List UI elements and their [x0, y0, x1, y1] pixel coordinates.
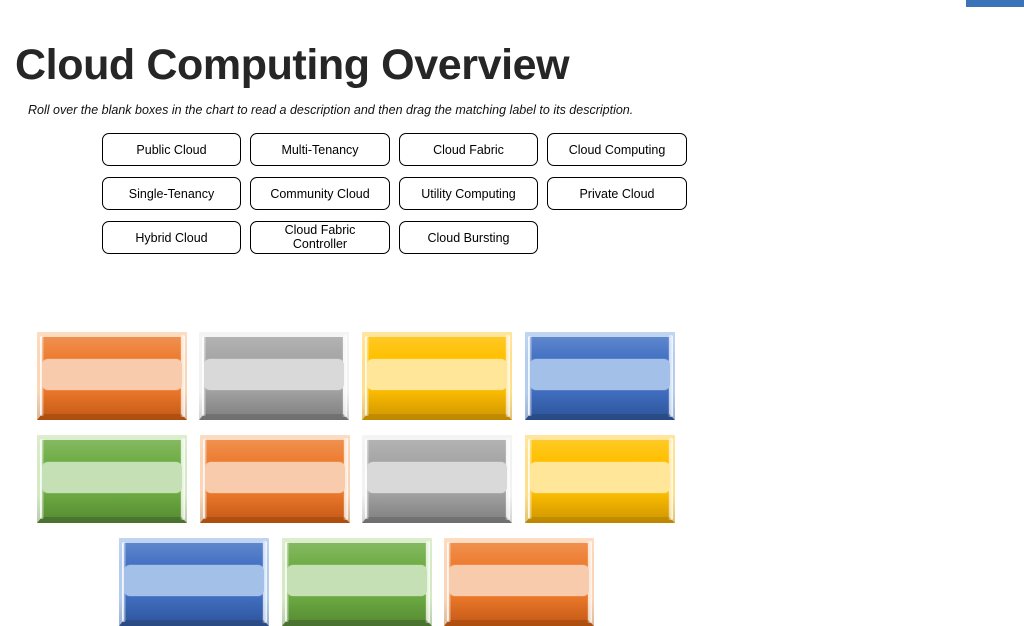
- chart-box-right-highlight: [180, 335, 185, 417]
- label-chip[interactable]: Utility Computing: [399, 177, 538, 210]
- chart-box-label-band: [204, 359, 344, 391]
- chart-box-bottom-shade: [525, 391, 675, 420]
- chart-box-top-shade: [525, 332, 675, 359]
- chart-box-right-highlight: [180, 438, 185, 520]
- chart-box-top-shade: [37, 332, 187, 359]
- chart-box-label-band: [530, 359, 670, 391]
- chart-box-top-shade: [525, 435, 675, 462]
- accent-bar: [966, 0, 1024, 7]
- chart-box-bottom-shade: [362, 494, 512, 523]
- chart-box-right-highlight: [505, 335, 510, 417]
- chart-box-orange[interactable]: [37, 332, 187, 420]
- label-chip[interactable]: Cloud Fabric: [399, 133, 538, 166]
- chart-box-top-shade: [199, 332, 349, 359]
- chart-box-right-highlight: [668, 438, 673, 520]
- chart-box-label-band: [530, 462, 670, 494]
- label-chip-text: Multi-Tenancy: [281, 142, 359, 157]
- label-chip[interactable]: Hybrid Cloud: [102, 221, 241, 254]
- chart-box-top-shade: [37, 435, 187, 462]
- label-chip-text: Community Cloud: [270, 186, 370, 201]
- label-chip[interactable]: Multi-Tenancy: [250, 133, 390, 166]
- chart-box-bottom-shade: [525, 494, 675, 523]
- label-chip-text: Private Cloud: [579, 186, 655, 201]
- chart-box-bottom-shade: [37, 494, 187, 523]
- chart-box-label-band: [42, 359, 182, 391]
- label-chip[interactable]: Private Cloud: [547, 177, 687, 210]
- chart-box-label-band: [367, 359, 507, 391]
- chart-box-yellow[interactable]: [525, 435, 675, 523]
- label-chip-text: Single-Tenancy: [128, 186, 215, 201]
- instructions-text: Roll over the blank boxes in the chart t…: [28, 102, 634, 117]
- label-chip-text: Hybrid Cloud: [135, 230, 208, 245]
- chart-box-right-highlight: [343, 438, 348, 520]
- chart-box-label-band: [42, 462, 182, 494]
- chart-box-green[interactable]: [282, 538, 432, 626]
- chart-box-right-highlight: [587, 541, 592, 623]
- label-chip[interactable]: Cloud Computing: [547, 133, 687, 166]
- chart-box-green[interactable]: [37, 435, 187, 523]
- chart-box-bottom-shade: [200, 494, 350, 523]
- chart-box-top-shade: [282, 538, 432, 565]
- chart-box-top-shade: [200, 435, 350, 462]
- chart-box-orange[interactable]: [444, 538, 594, 626]
- chart-box-top-shade: [362, 435, 512, 462]
- chart-box-bottom-shade: [362, 391, 512, 420]
- label-chip-text: Cloud Fabric: [433, 142, 504, 157]
- label-chip[interactable]: Public Cloud: [102, 133, 241, 166]
- chart-box-yellow[interactable]: [362, 332, 512, 420]
- chart-box-right-highlight: [668, 335, 673, 417]
- chart-box-right-highlight: [425, 541, 430, 623]
- chart-box-top-shade: [362, 332, 512, 359]
- chart-box-bottom-shade: [37, 391, 187, 420]
- chart-box-top-shade: [444, 538, 594, 565]
- label-chip-text: Cloud Bursting: [427, 230, 510, 245]
- page-title: Cloud Computing Overview: [15, 40, 570, 89]
- chart-box-label-band: [449, 565, 589, 597]
- chart-box-label-band: [205, 462, 345, 494]
- chart-box-gray[interactable]: [362, 435, 512, 523]
- label-chip[interactable]: Cloud Bursting: [399, 221, 538, 254]
- chart-box-label-band: [367, 462, 507, 494]
- chart-box-right-highlight: [262, 541, 267, 623]
- label-chip[interactable]: Community Cloud: [250, 177, 390, 210]
- chart-box-label-band: [124, 565, 264, 597]
- chart-box-blue[interactable]: [525, 332, 675, 420]
- chart-box-right-highlight: [505, 438, 510, 520]
- chart-box-top-shade: [119, 538, 269, 565]
- chart-box-bottom-shade: [199, 391, 349, 420]
- chart-box-blue[interactable]: [119, 538, 269, 626]
- chart-box-orange[interactable]: [200, 435, 350, 523]
- label-chip-text: Cloud Computing: [568, 142, 666, 157]
- chart-box-right-highlight: [342, 335, 347, 417]
- label-chip[interactable]: Single-Tenancy: [102, 177, 241, 210]
- label-chip-text: Public Cloud: [136, 142, 207, 157]
- label-chip-text: Utility Computing: [421, 186, 516, 201]
- chart-box-label-band: [287, 565, 427, 597]
- chart-box-gray[interactable]: [199, 332, 349, 420]
